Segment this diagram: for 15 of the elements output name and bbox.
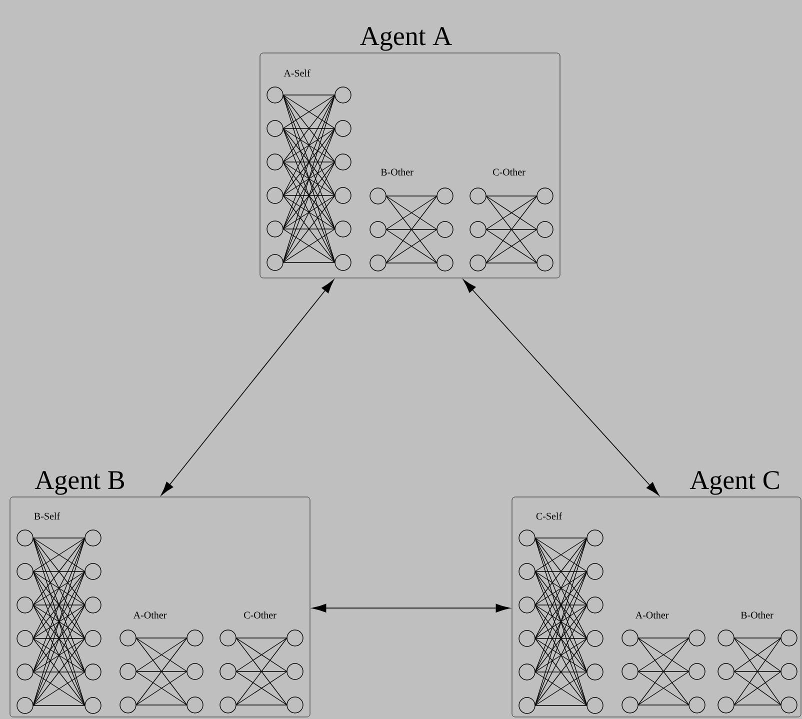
double-arrow [312,604,510,612]
agent-heading: Agent B [34,471,124,495]
agent-heading: Agent C [690,471,779,495]
network-label: A-Self [284,69,310,77]
double-arrow [160,279,334,496]
network-label: B-Other [380,168,414,176]
network-label: A-Other [635,611,669,618]
network-label: B-Self [34,512,60,520]
network-label: A-Other [133,611,167,618]
network-label: C-Other [493,168,526,176]
network-label: B-Other [740,611,774,618]
agent-heading: Agent A [360,27,452,51]
double-arrow [463,279,660,496]
network-label: C-Other [244,611,276,618]
network-label: C-Self [536,512,562,520]
